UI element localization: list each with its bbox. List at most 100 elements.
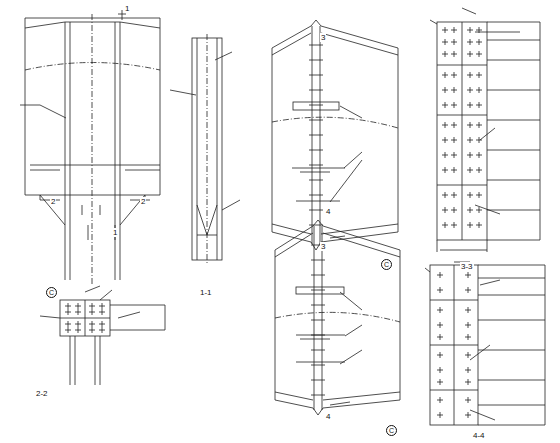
bolt-stroke <box>470 102 471 108</box>
bolt-stroke <box>309 225 323 226</box>
bolt-stroke <box>309 45 323 46</box>
bolt-stroke <box>445 137 446 143</box>
bolt-stroke <box>68 327 69 333</box>
bolt-stroke <box>68 321 69 327</box>
bolt-stroke <box>445 207 446 213</box>
bolt-stroke <box>468 334 469 340</box>
section-mark: 4 <box>325 207 331 216</box>
detail-mark: C <box>46 287 57 298</box>
bolt-stroke <box>440 334 441 340</box>
bolt-stroke <box>68 309 69 315</box>
section-mark: 3 <box>320 242 326 251</box>
bolt-stroke <box>470 137 471 143</box>
bolt-stroke <box>454 51 455 57</box>
bolt-stroke <box>311 305 325 306</box>
bolt-stroke <box>470 152 471 158</box>
bolt-stroke <box>479 137 480 143</box>
bolt-stroke <box>78 327 79 333</box>
bolt-stroke <box>470 51 471 57</box>
bolt-stroke <box>454 167 455 173</box>
bolt-stroke <box>311 335 325 336</box>
bolt-stroke <box>468 412 469 418</box>
bolt-stroke <box>454 87 455 93</box>
section-mark: 3-3 <box>460 262 474 271</box>
bolt-stroke <box>479 152 480 158</box>
bolt-stroke <box>92 309 93 315</box>
bolt-stroke <box>470 87 471 93</box>
bolt-stroke <box>454 192 455 198</box>
bolt-stroke <box>78 303 79 309</box>
bolt-stroke <box>309 75 323 76</box>
bolt-stroke <box>440 352 441 358</box>
bolt-stroke <box>440 367 441 373</box>
bolt-stroke <box>468 397 469 403</box>
bolt-stroke <box>479 167 480 173</box>
bolt-stroke <box>479 222 480 228</box>
bolt-stroke <box>468 352 469 358</box>
bolt-stroke <box>92 303 93 309</box>
bolt-stroke <box>440 322 441 328</box>
beam-splice-elevation-3 <box>272 20 398 250</box>
bolt-stroke <box>440 272 441 278</box>
bolt-stroke <box>470 27 471 33</box>
bolt-stroke <box>440 397 441 403</box>
bolt-stroke <box>454 137 455 143</box>
bolt-stroke <box>470 72 471 78</box>
bolt-stroke <box>102 321 103 327</box>
bolt-stroke <box>454 122 455 128</box>
bolt-stroke <box>102 309 103 315</box>
bolt-stroke <box>311 395 325 396</box>
bolt-stroke <box>445 51 446 57</box>
bolt-stroke <box>311 365 325 366</box>
detail-mark: C <box>386 425 397 436</box>
bolt-stroke <box>468 322 469 328</box>
bolt-stroke <box>454 27 455 33</box>
bolt-stroke <box>92 321 93 327</box>
bolt-stroke <box>445 87 446 93</box>
beam-splice-elevation-4 <box>275 220 400 415</box>
section-4-4 <box>425 262 545 425</box>
section-3-3 <box>430 8 540 252</box>
bolt-stroke <box>440 287 441 293</box>
bolt-stroke <box>470 222 471 228</box>
bolt-stroke <box>445 27 446 33</box>
bolt-stroke <box>440 307 441 313</box>
bolt-stroke <box>468 272 469 278</box>
bolt-stroke <box>479 39 480 45</box>
bolt-stroke <box>309 60 323 61</box>
section-mark: 3 <box>320 33 326 42</box>
bolt-stroke <box>479 87 480 93</box>
section-mark: 4 <box>325 412 331 421</box>
bolt-stroke <box>445 122 446 128</box>
bolt-stroke <box>470 122 471 128</box>
bolt-stroke <box>440 379 441 385</box>
bolt-stroke <box>445 39 446 45</box>
bolt-stroke <box>470 167 471 173</box>
bolt-stroke <box>311 350 325 351</box>
bolt-stroke <box>311 290 325 291</box>
bolt-stroke <box>311 320 325 321</box>
section-mark: 1-1 <box>199 288 213 297</box>
bolt-stroke <box>479 27 480 33</box>
bolt-stroke <box>470 207 471 213</box>
bolt-stroke <box>445 152 446 158</box>
bolt-stroke <box>479 122 480 128</box>
section-mark: 2-2 <box>35 389 49 398</box>
section-mark: 1 <box>112 228 118 237</box>
bolt-stroke <box>479 207 480 213</box>
section-mark: 2 <box>50 197 56 206</box>
bolt-stroke <box>445 192 446 198</box>
bolt-stroke <box>468 287 469 293</box>
bolt-stroke <box>445 222 446 228</box>
bolt-stroke <box>479 102 480 108</box>
bolt-stroke <box>102 303 103 309</box>
bolt-stroke <box>479 192 480 198</box>
section-mark: 2 <box>140 197 146 206</box>
bolt-stroke <box>102 327 103 333</box>
bolt-stroke <box>454 207 455 213</box>
bolt-stroke <box>454 222 455 228</box>
bolt-stroke <box>445 167 446 173</box>
bolt-stroke <box>454 152 455 158</box>
